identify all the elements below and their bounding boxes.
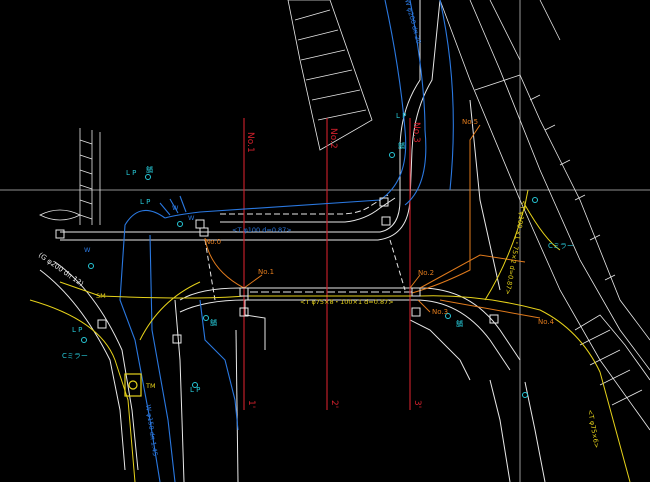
gas-line-no2-no5 <box>411 124 481 294</box>
lp-label-1: L P <box>126 169 136 177</box>
kanji-mark-2: 舗 <box>398 141 405 150</box>
pipe-label-main: <T φ75×8・100×1 d=0.87> <box>300 298 394 306</box>
point-label-no4: No.4 <box>538 318 555 326</box>
pipe-label-right: <T φ100 ×1・75×2 d=0.87> <box>503 200 528 296</box>
mirror-label-right: Cミラー <box>548 242 574 250</box>
point-label-no3: No.3 <box>432 308 448 316</box>
manholes <box>55 197 499 344</box>
water-main-lower-left <box>119 209 166 482</box>
marker-labels: L P L P L P L P L P Cミラー Cミラー W W W 舗 舗 … <box>62 112 574 394</box>
building-block-left <box>39 128 101 225</box>
lp-label-2: L P <box>140 198 150 206</box>
building-block-right <box>439 0 650 431</box>
pipe-label-far-right: <T φ75×6> <box>586 409 601 449</box>
w-label-2: W <box>188 214 195 222</box>
section-lines <box>243 118 411 410</box>
point-labels: No.0 No.1 No.2 No.3 No.4 No.5 <box>205 118 555 326</box>
w-label-3: W <box>84 246 91 254</box>
gas-lines <box>204 124 541 319</box>
pipe-label-sm: SM <box>96 292 106 300</box>
kanji-mark-4: 舗 <box>456 319 463 328</box>
gas-line-no4 <box>439 299 541 319</box>
w-label-1: W <box>172 204 179 212</box>
lp-label-4: L P <box>72 326 82 334</box>
point-label-no1: No.1 <box>258 268 274 276</box>
road-edges <box>39 0 546 482</box>
gas-line-no0-no1 <box>204 237 245 289</box>
lp-label-5: L P <box>190 386 200 394</box>
yellow-utility-lines <box>29 189 631 482</box>
section-label-bottom-3: 3' <box>412 400 422 408</box>
pipe-label-upper: <T φ100 d=0.87> <box>232 226 292 234</box>
pipe-labels: <T φ75×8・100×1 d=0.87> <T φ100 d=0.87> W… <box>37 0 601 457</box>
section-label-top-2: No.2 <box>328 128 338 149</box>
water-main-top <box>164 0 407 219</box>
point-label-no0: No.0 <box>205 238 221 246</box>
pipe-label-lower-left: W φ150 dπ 1.45 <box>144 404 159 456</box>
kanji-mark-3: 舗 <box>210 318 217 327</box>
road-edge-upper-right <box>60 0 441 241</box>
yellow-line-main <box>59 281 631 482</box>
point-label-no5: No.5 <box>462 118 478 126</box>
tm-label: TM <box>145 382 156 390</box>
building-block-upper <box>287 0 373 151</box>
lp-label-3: L P <box>396 112 406 120</box>
section-labels: No.1 No.2 No.3 1' 2' 3' <box>245 122 422 408</box>
section-label-top-3: No.3 <box>411 122 421 143</box>
water-mains <box>119 0 454 482</box>
section-label-bottom-1: 1' <box>246 400 256 408</box>
mirror-label-left: Cミラー <box>62 352 88 360</box>
tm-box: TM <box>124 373 156 397</box>
section-label-top-1: No.1 <box>245 132 255 153</box>
point-label-no2: No.2 <box>418 269 434 277</box>
section-label-bottom-2: 2' <box>329 400 339 408</box>
kanji-mark-1: 舗 <box>146 165 153 174</box>
road-edge-upper-left <box>60 0 421 233</box>
cyan-markers <box>81 152 538 398</box>
